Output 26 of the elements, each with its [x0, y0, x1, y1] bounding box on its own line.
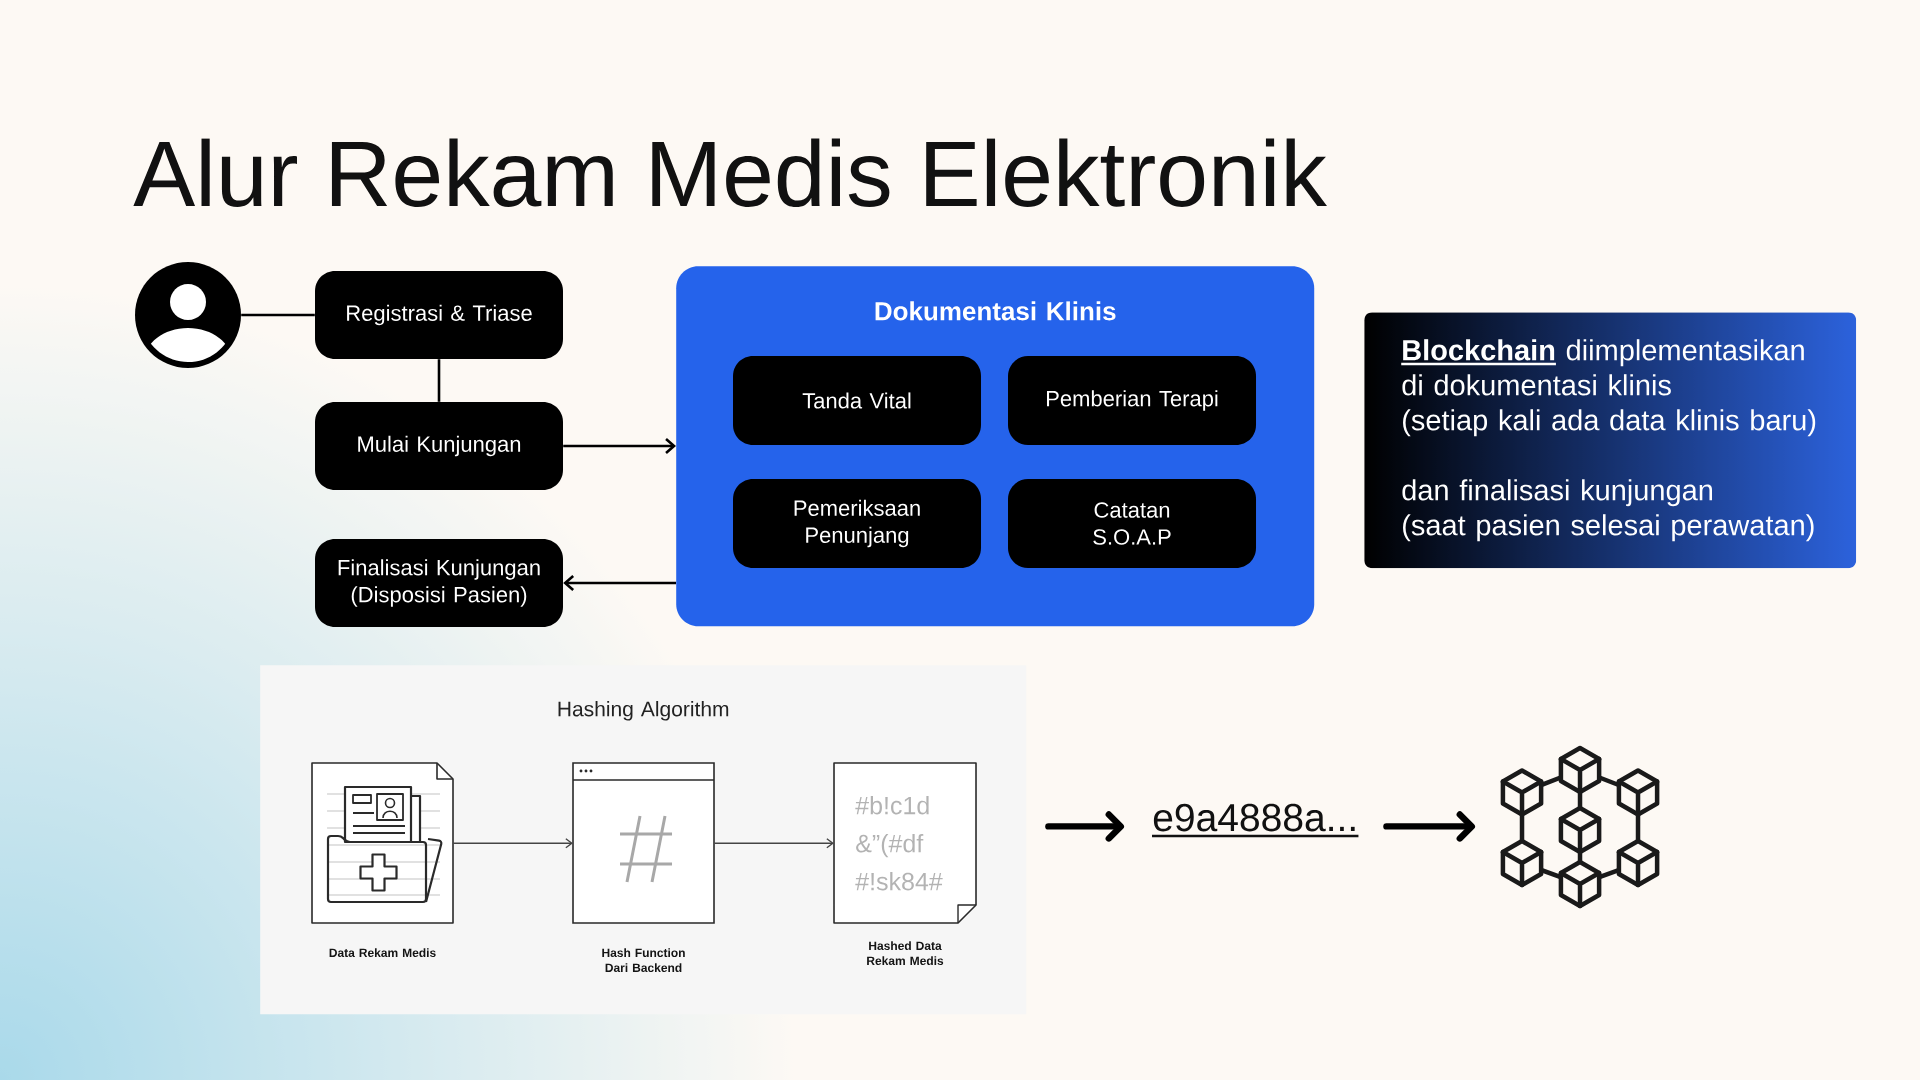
info-panel: Blockchain diimplementasikan di dokumentasi klinis (setiap kali ada data klinis baru) dan finalisasi kunjungan (saat pasien selesai perawatan) [1401, 339, 1816, 542]
arrow [713, 838, 834, 849]
process-box: Registrasi & Triase [315, 271, 563, 359]
node-label: Hashed Data Rekam Medis [867, 941, 944, 965]
hash-window-icon [572, 762, 715, 924]
process-box: Pemeriksaan Penunjang [733, 479, 981, 568]
connector-line [241, 313, 315, 317]
node-label: Data Rekam Medis [329, 948, 436, 957]
process-box: Finalisasi Kunjungan (Disposisi Pasien) [315, 539, 563, 627]
hash-value: e9a4888a... [1152, 803, 1359, 838]
title: Alur Rekam Medis Elektronik [133, 138, 1327, 207]
arrow [563, 438, 676, 454]
connector-line [437, 359, 441, 402]
hashed-document: #b!c1d &”(#df #!sk84# [833, 762, 977, 924]
person-avatar [135, 262, 241, 368]
node-label: Hash Function Dari Backend [602, 948, 685, 972]
process-box: Tanda Vital [733, 356, 981, 445]
process-box: Catatan S.O.A.P [1008, 479, 1256, 568]
process-box: Pemberian Terapi [1008, 356, 1256, 445]
medical-folder-icon [311, 762, 454, 924]
arrow [1383, 811, 1475, 842]
arrow [1045, 811, 1124, 842]
arrow [452, 838, 573, 849]
arrow [563, 575, 676, 591]
cube-network-icon [1500, 745, 1660, 909]
process-box: Mulai Kunjungan [315, 402, 563, 490]
